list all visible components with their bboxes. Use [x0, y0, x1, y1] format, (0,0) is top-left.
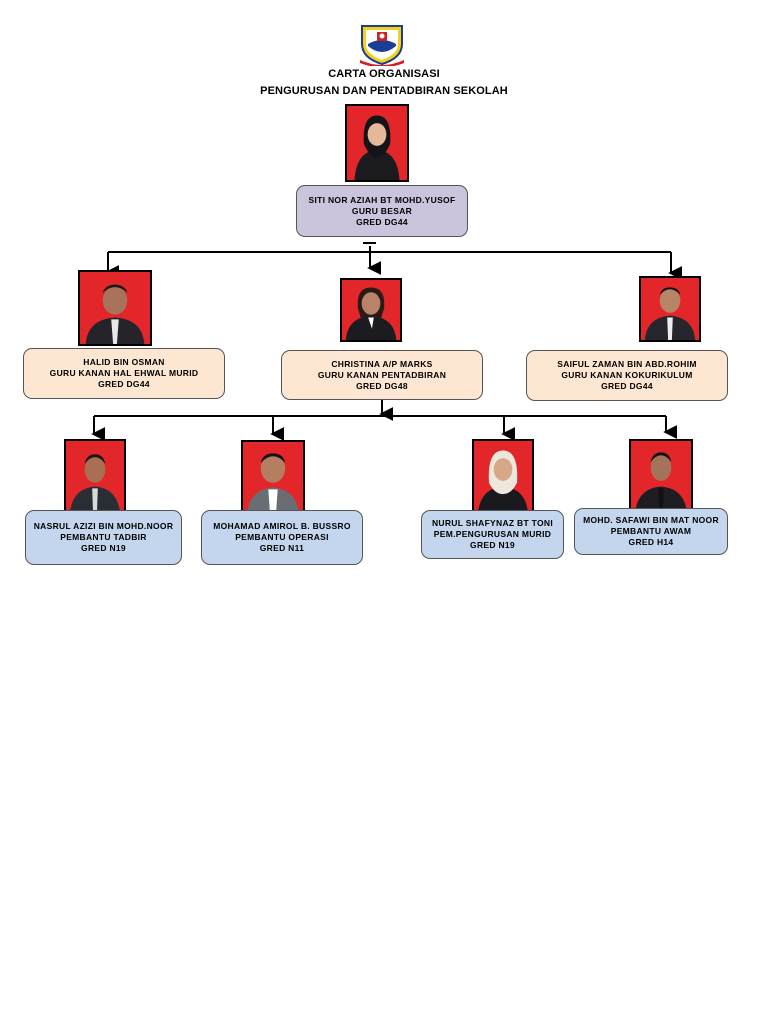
senior-card-halid: HALID BIN OSMAN GURU KANAN HAL EHWAL MUR…	[23, 348, 225, 399]
chart-subtitle: PENGURUSAN DAN PENTADBIRAN SEKOLAH	[260, 85, 508, 97]
staff-role: PEM.PENGURUSAN MURID	[433, 529, 552, 539]
staff-photo-nasrul	[64, 439, 126, 517]
staff-card-amirol: MOHAMAD AMIROL B. BUSSRO PEMBANTU OPERAS…	[201, 510, 363, 565]
senior-grade: GRED DG44	[601, 381, 653, 391]
staff-role: PEMBANTU AWAM	[610, 526, 692, 536]
senior-role: GURU KANAN PENTADBIRAN	[317, 369, 447, 380]
senior-photo-saiful	[639, 276, 701, 342]
senior-grade: GRED DG48	[356, 380, 408, 391]
senior-role: GURU KANAN KOKURIKULUM	[561, 370, 693, 380]
senior-card-christina: CHRISTINA A/P MARKS GURU KANAN PENTADBIR…	[281, 350, 483, 400]
staff-photo-nurul	[472, 439, 534, 517]
staff-role: PEMBANTU TADBIR	[60, 532, 147, 542]
head-grade: GRED DG44	[356, 216, 408, 227]
staff-photo-amirol	[241, 440, 305, 518]
senior-grade: GRED DG44	[98, 379, 150, 389]
head-name: SITI NOR AZIAH BT MOHD.YUSOF	[308, 194, 456, 205]
staff-role: PEMBANTU OPERASI	[235, 532, 329, 542]
senior-role: GURU KANAN HAL EHWAL MURID	[49, 368, 199, 378]
staff-card-safawi: MOHD. SAFAWI BIN MAT NOOR PEMBANTU AWAM …	[574, 508, 728, 555]
staff-grade: GRED N19	[470, 540, 515, 550]
school-crest-logo	[360, 25, 404, 66]
staff-photo-safawi	[629, 439, 693, 517]
staff-name: NURUL SHAFYNAZ BT TONI	[431, 518, 554, 528]
senior-photo-halid	[78, 270, 152, 346]
staff-card-nurul: NURUL SHAFYNAZ BT TONI PEM.PENGURUSAN MU…	[421, 510, 564, 559]
staff-grade: GRED N19	[81, 543, 126, 553]
head-card: SITI NOR AZIAH BT MOHD.YUSOF GURU BESAR …	[296, 185, 468, 237]
staff-grade: GRED H14	[628, 537, 674, 547]
senior-name: CHRISTINA A/P MARKS	[331, 358, 433, 369]
staff-grade: GRED N11	[259, 543, 305, 553]
senior-name: HALID BIN OSMAN	[83, 357, 165, 367]
senior-card-saiful: SAIFUL ZAMAN BIN ABD.ROHIM GURU KANAN KO…	[526, 350, 728, 401]
staff-name: MOHAMAD AMIROL B. BUSSRO	[213, 521, 351, 531]
senior-name: SAIFUL ZAMAN BIN ABD.ROHIM	[557, 359, 697, 369]
chart-title: CARTA ORGANISASI	[328, 68, 440, 80]
staff-card-nasrul: NASRUL AZIZI BIN MOHD.NOOR PEMBANTU TADB…	[25, 510, 182, 565]
senior-photo-christina	[340, 278, 402, 342]
staff-name: MOHD. SAFAWI BIN MAT NOOR	[583, 515, 719, 525]
head-role: GURU BESAR	[351, 205, 413, 216]
staff-name: NASRUL AZIZI BIN MOHD.NOOR	[33, 521, 174, 531]
head-photo	[345, 104, 409, 182]
